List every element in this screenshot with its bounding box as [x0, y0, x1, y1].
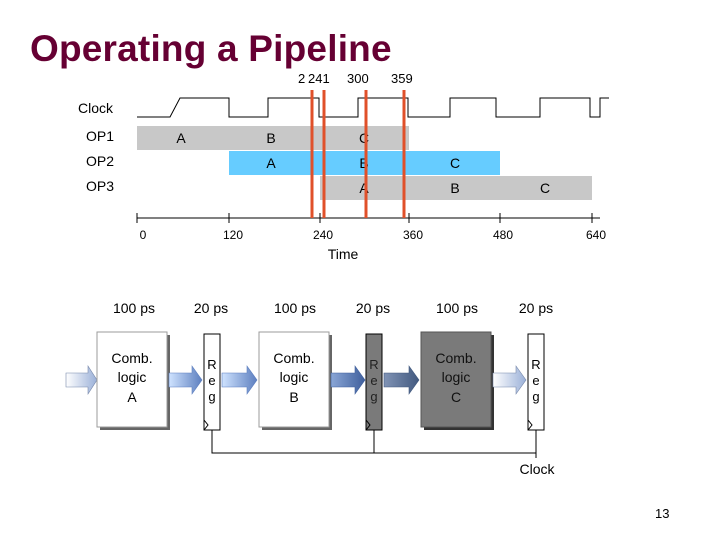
arrow-b-to-reg2 — [330, 365, 366, 395]
op3-label: OP3 — [86, 178, 114, 194]
comb-logic-a-line3: A — [127, 389, 137, 405]
input-arrow — [65, 364, 98, 396]
comb-logic-c-line2: logic — [442, 369, 471, 385]
marker-label-1: 2 — [298, 71, 305, 86]
op3-stage-b — [409, 176, 500, 200]
arrow-c-to-reg3 — [492, 365, 527, 395]
op2-stage-a — [229, 151, 320, 175]
op3-stage-c — [500, 176, 592, 200]
clock-wire — [211, 430, 536, 454]
op2-stage-c — [409, 151, 500, 175]
arrow-reg2-to-c — [383, 365, 420, 395]
tick-label-360: 360 — [403, 228, 423, 242]
comb-logic-b-line2: logic — [280, 369, 309, 385]
marker-label-3: 300 — [347, 71, 369, 86]
time-axis-label: Time — [328, 246, 359, 262]
comb-logic-c — [420, 331, 492, 428]
register-2-letter-e: e — [370, 373, 377, 388]
register-3-letter-g: g — [532, 389, 539, 404]
arrow-reg1-to-b — [221, 365, 258, 395]
register-2-letter-g: g — [370, 389, 377, 404]
delay-reg-3: 20 ps — [519, 300, 553, 316]
arrow-a-to-reg1 — [168, 365, 203, 395]
register-1-letter-e: e — [208, 373, 215, 388]
op3-stage-c-label: C — [540, 180, 550, 196]
register-3-clock-triangle — [527, 419, 533, 431]
comb-logic-c-line1: Comb. — [435, 350, 476, 366]
comb-logic-b-line1: Comb. — [273, 350, 314, 366]
timeline-clock-label: Clock — [78, 100, 114, 116]
op2-stage-b-label: B — [359, 155, 368, 171]
register-3-letter-e: e — [532, 373, 539, 388]
op3-stage-b-label: B — [450, 180, 459, 196]
comb-logic-a-line2: logic — [118, 369, 147, 385]
op2-stage-a-label: A — [266, 155, 276, 171]
register-2-letter-r: R — [369, 357, 378, 372]
register-1-letter-r: R — [207, 357, 216, 372]
comb-logic-a — [96, 331, 168, 428]
comb-logic-c-line3: C — [451, 389, 461, 405]
hardware-clock-label: Clock — [519, 461, 555, 477]
delay-comb-a: 100 ps — [113, 300, 155, 316]
marker-label-4: 359 — [391, 71, 413, 86]
register-1-letter-g: g — [208, 389, 215, 404]
op1-label: OP1 — [86, 128, 114, 144]
tick-label-120: 120 — [223, 228, 243, 242]
register-3-letter-r: R — [531, 357, 540, 372]
clock-waveform — [137, 97, 609, 118]
tick-label-0: 0 — [140, 228, 147, 242]
delay-reg-1: 20 ps — [194, 300, 228, 316]
op3-stage-a-label: A — [359, 180, 369, 196]
tick-label-480: 480 — [493, 228, 513, 242]
op1-stage-b — [229, 126, 320, 150]
tick-label-640: 640 — [586, 228, 606, 242]
op1-stage-b-label: B — [266, 130, 275, 146]
marker-label-2: 241 — [308, 71, 330, 86]
op1-stage-a-label: A — [176, 130, 186, 146]
slide-title: Operating a Pipeline — [30, 28, 392, 69]
register-1-clock-triangle — [203, 419, 209, 431]
register-2-clock-triangle — [365, 419, 371, 431]
slide-number: 13 — [655, 506, 670, 521]
op2-stage-c-label: C — [450, 155, 460, 171]
delay-reg-2: 20 ps — [356, 300, 390, 316]
comb-logic-b-line3: B — [289, 389, 298, 405]
op1-stage-a — [137, 126, 229, 150]
comb-logic-b — [258, 331, 330, 428]
tick-label-240: 240 — [313, 228, 333, 242]
comb-logic-a-line1: Comb. — [111, 350, 152, 366]
op2-label: OP2 — [86, 153, 114, 169]
op1-stage-c-label: C — [359, 130, 369, 146]
delay-comb-b: 100 ps — [274, 300, 316, 316]
delay-comb-c: 100 ps — [436, 300, 478, 316]
